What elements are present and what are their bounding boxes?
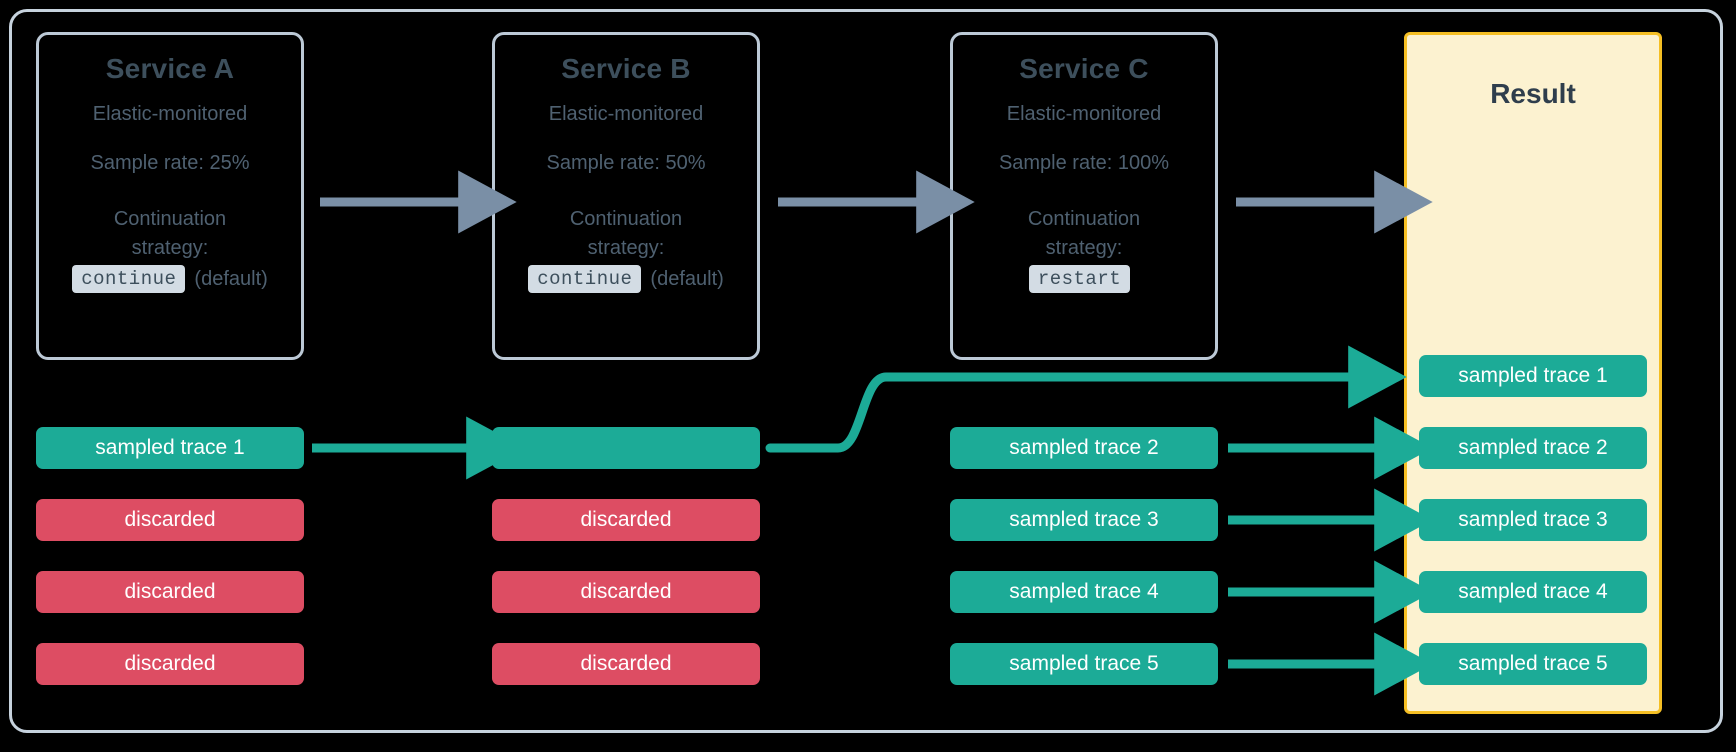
result-trace-pill-3[interactable]: sampled trace 3 xyxy=(1419,499,1647,541)
service-c-continuation-line1: Continuation xyxy=(1027,208,1141,230)
trace-pill-c-4[interactable]: sampled trace 5 xyxy=(950,643,1218,685)
result-trace-pill-2[interactable]: sampled trace 2 xyxy=(1419,427,1647,469)
service-c-sample-rate: Sample rate: 100% xyxy=(998,152,1170,174)
trace-pill-b-1[interactable] xyxy=(492,427,760,469)
service-b-monitored: Elastic-monitored xyxy=(548,103,704,125)
result-title: Result xyxy=(1490,78,1576,109)
result-trace-pill-1[interactable]: sampled trace 1 xyxy=(1419,355,1647,397)
result-trace-pill-4[interactable]: sampled trace 4 xyxy=(1419,571,1647,613)
service-a-continuation-label: Continuation strategy: xyxy=(114,205,226,263)
trace-pill-a-2[interactable]: discarded xyxy=(36,499,304,541)
service-c-continuation-label: Continuation strategy: xyxy=(1028,205,1140,263)
result-trace-pill-5[interactable]: sampled trace 5 xyxy=(1419,643,1647,685)
service-b-strategy-row: continue (default) xyxy=(528,265,724,293)
service-b-title: Service B xyxy=(561,53,691,84)
service-b-continuation-line2: strategy: xyxy=(587,237,665,259)
service-a-strategy-note: (default) xyxy=(194,267,268,290)
service-a-monitored: Elastic-monitored xyxy=(92,103,248,125)
service-c-title: Service C xyxy=(1019,53,1149,84)
service-b-continuation-line1: Continuation xyxy=(569,208,683,230)
trace-pill-a-4[interactable]: discarded xyxy=(36,643,304,685)
service-c-monitored: Elastic-monitored xyxy=(1006,103,1162,125)
service-a-continuation-line1: Continuation xyxy=(113,208,227,230)
service-card-c[interactable]: Service C Elastic-monitored Sample rate:… xyxy=(950,32,1218,360)
trace-pill-b-2[interactable]: discarded xyxy=(492,499,760,541)
service-a-sample-rate: Sample rate: 25% xyxy=(90,152,250,174)
service-c-strategy-row: restart xyxy=(1028,265,1139,293)
service-b-strategy-note: (default) xyxy=(650,267,724,290)
trace-pill-b-4[interactable]: discarded xyxy=(492,643,760,685)
service-card-b[interactable]: Service B Elastic-monitored Sample rate:… xyxy=(492,32,760,360)
service-a-title: Service A xyxy=(105,53,235,84)
trace-pill-a-1[interactable]: sampled trace 1 xyxy=(36,427,304,469)
trace-pill-c-2[interactable]: sampled trace 3 xyxy=(950,499,1218,541)
service-b-strategy-code: continue xyxy=(528,265,642,293)
service-a-continuation-line2: strategy: xyxy=(131,237,209,259)
service-a-strategy-row: continue (default) xyxy=(72,265,268,293)
service-b-sample-rate: Sample rate: 50% xyxy=(546,152,706,174)
service-c-continuation-line2: strategy: xyxy=(1045,237,1123,259)
service-card-a[interactable]: Service A Elastic-monitored Sample rate:… xyxy=(36,32,304,360)
trace-pill-b-3[interactable]: discarded xyxy=(492,571,760,613)
service-a-strategy-code: continue xyxy=(72,265,186,293)
trace-pill-a-3[interactable]: discarded xyxy=(36,571,304,613)
trace-pill-c-1[interactable]: sampled trace 2 xyxy=(950,427,1218,469)
trace-pill-c-3[interactable]: sampled trace 4 xyxy=(950,571,1218,613)
service-c-strategy-code: restart xyxy=(1028,265,1131,293)
service-b-continuation-label: Continuation strategy: xyxy=(570,205,682,263)
